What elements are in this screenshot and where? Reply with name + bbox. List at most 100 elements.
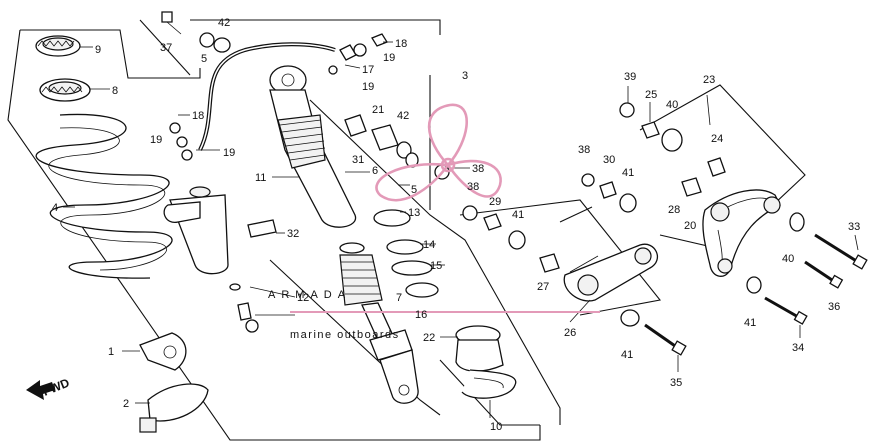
shock-arm xyxy=(681,157,781,277)
ring-16 xyxy=(405,282,439,298)
bolt-33 xyxy=(814,233,868,270)
callout-9: 9 xyxy=(95,44,101,56)
collar-31 xyxy=(344,114,367,137)
callout-19d: 19 xyxy=(223,147,235,159)
callout-18a: 18 xyxy=(395,38,407,50)
shock-shaft-lower xyxy=(339,242,419,404)
callout-41a: 41 xyxy=(512,209,524,221)
callout-2: 2 xyxy=(123,398,129,410)
collar-29 xyxy=(483,213,502,231)
bolt-35 xyxy=(644,323,687,356)
callout-41d: 41 xyxy=(621,349,633,361)
collar-21 xyxy=(371,124,399,151)
callout-32: 32 xyxy=(287,228,299,240)
watermark-tagline: marine outboards xyxy=(290,329,400,341)
ring-15 xyxy=(391,260,433,276)
callout-28: 28 xyxy=(668,204,680,216)
collar-30 xyxy=(599,181,617,199)
callout-27: 27 xyxy=(537,281,549,293)
callout-40a: 40 xyxy=(666,99,678,111)
seal-41a xyxy=(508,230,526,250)
seal-40a xyxy=(661,128,683,152)
watermark-brand: ARMADA xyxy=(268,289,351,301)
fwd-arrow-icon xyxy=(26,380,55,400)
callout-30: 30 xyxy=(603,154,615,166)
nut-38b xyxy=(462,205,478,221)
callout-3: 3 xyxy=(462,70,468,82)
spring-seat-8 xyxy=(39,78,91,102)
shock-link-rod xyxy=(539,243,659,302)
callout-26: 26 xyxy=(564,327,576,339)
seal-41b xyxy=(619,193,637,213)
callout-labels: 1 2 3 4 5 5 6 7 8 9 10 11 12 13 14 15 16… xyxy=(52,17,860,433)
callout-38a: 38 xyxy=(472,163,484,175)
fwd-label: FWD xyxy=(41,375,72,398)
callout-18b: 18 xyxy=(192,110,204,122)
ring-13 xyxy=(373,209,411,227)
callout-13: 13 xyxy=(408,207,420,219)
callout-6: 6 xyxy=(372,165,378,177)
damper-body xyxy=(269,65,356,228)
small-fittings xyxy=(161,11,388,333)
callout-19c: 19 xyxy=(150,134,162,146)
forward-arrow: FWD xyxy=(26,375,72,400)
nut-38c xyxy=(581,173,595,187)
reservoir-tank xyxy=(163,186,229,275)
callout-41b: 41 xyxy=(622,167,634,179)
band-2 xyxy=(139,383,209,433)
propeller-logo xyxy=(375,103,502,202)
callout-8: 8 xyxy=(112,85,118,97)
callout-1: 1 xyxy=(108,346,114,358)
callout-23: 23 xyxy=(703,74,715,86)
assembly-outlines xyxy=(7,19,806,441)
callout-41c: 41 xyxy=(744,317,756,329)
seal-41c xyxy=(746,276,762,294)
callout-19b: 19 xyxy=(362,81,374,93)
callout-40b: 40 xyxy=(782,253,794,265)
callout-16: 16 xyxy=(415,309,427,321)
callout-38b: 38 xyxy=(467,181,479,193)
callout-4: 4 xyxy=(52,202,58,214)
callout-42a: 42 xyxy=(218,17,230,29)
callout-5b: 5 xyxy=(411,184,417,196)
callout-7: 7 xyxy=(396,292,402,304)
callout-37: 37 xyxy=(160,42,172,54)
nut-39 xyxy=(619,102,635,118)
callout-42b: 42 xyxy=(397,110,409,122)
callout-38c: 38 xyxy=(578,144,590,156)
callout-11: 11 xyxy=(255,172,266,184)
callout-36: 36 xyxy=(828,301,840,313)
callout-29: 29 xyxy=(489,196,501,208)
bolt-36 xyxy=(804,260,844,289)
callout-31: 31 xyxy=(352,154,364,166)
spring-seat-9 xyxy=(35,35,81,57)
collar-25 xyxy=(641,121,660,139)
seal-42 xyxy=(396,141,412,159)
callout-10: 10 xyxy=(490,421,502,433)
callout-39: 39 xyxy=(624,71,636,83)
label-32 xyxy=(247,219,277,238)
callout-14: 14 xyxy=(423,239,435,251)
callout-24: 24 xyxy=(711,133,723,145)
seal-41d xyxy=(620,309,640,327)
leader-lines xyxy=(63,41,859,418)
callout-20: 20 xyxy=(684,220,696,232)
callout-35: 35 xyxy=(670,377,682,389)
callout-19a: 19 xyxy=(383,52,395,64)
seal-40b xyxy=(789,212,805,232)
shock-spring xyxy=(35,113,173,279)
callout-33: 33 xyxy=(848,221,860,233)
callout-22: 22 xyxy=(423,332,435,344)
callout-21: 21 xyxy=(372,104,384,116)
bracket-1 xyxy=(139,332,187,371)
ring-14 xyxy=(386,239,424,255)
callout-34: 34 xyxy=(792,342,804,354)
callout-5a: 5 xyxy=(201,53,207,65)
callout-25: 25 xyxy=(645,89,657,101)
spring-guide xyxy=(455,325,517,399)
armada-watermark: ARMADA marine outboards xyxy=(268,103,600,341)
callout-15: 15 xyxy=(430,260,442,272)
callout-17: 17 xyxy=(362,64,374,76)
callout-12: 12 xyxy=(297,292,309,304)
